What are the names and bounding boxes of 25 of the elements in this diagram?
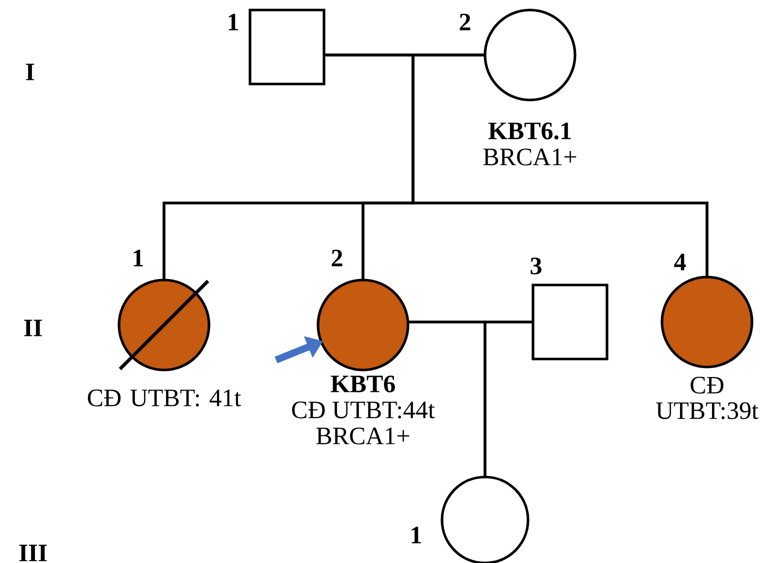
caption-text: CĐ UTBT:39t — [656, 376, 758, 420]
caption-text: KBT6 — [330, 376, 395, 392]
caption-text: CĐ UTBT:44t — [292, 402, 435, 418]
individual-number: 3 — [530, 258, 542, 274]
caption-text: BRCA1+ — [316, 428, 410, 444]
male-square — [248, 8, 326, 86]
individual-number: 2 — [460, 14, 470, 30]
pedigree-line — [412, 54, 708, 277]
individual-number: 1 — [228, 14, 238, 30]
deceased-circle — [118, 278, 210, 372]
generation-label: I — [26, 64, 34, 80]
caption-text: KBT6.1 — [488, 122, 571, 140]
caption-text: BRCA1+ — [483, 148, 576, 166]
female-circle — [316, 278, 410, 372]
generation-label: II — [24, 320, 42, 336]
female-circle — [660, 276, 754, 368]
individual-number: 2 — [332, 250, 342, 266]
individual-number: 4 — [674, 254, 686, 270]
pedigree-line — [484, 320, 533, 477]
individual-number: 1 — [412, 526, 421, 544]
caption-text: CĐ UTBT: 41t — [88, 390, 241, 406]
generation-label: III — [19, 544, 47, 562]
individual-number: 1 — [134, 250, 143, 266]
female-circle — [484, 8, 576, 102]
male-square — [532, 284, 608, 360]
